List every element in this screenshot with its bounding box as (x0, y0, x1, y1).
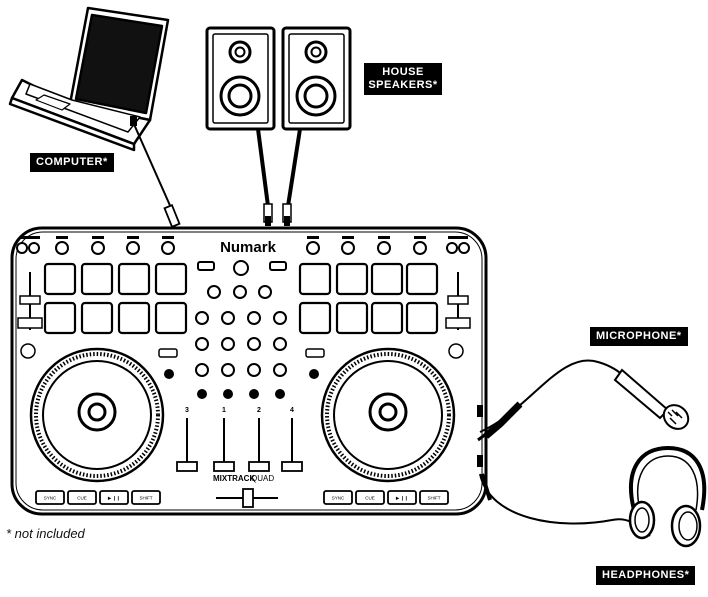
laptop-icon (8, 6, 170, 152)
mixer-knobs (195, 260, 287, 377)
house-speakers-label-line2: SPEAKERS* (368, 79, 438, 91)
dj-controller: Numark (10, 226, 488, 516)
microphone-icon (477, 359, 690, 442)
right-play-button: ▶ ❙❙ (396, 496, 408, 502)
channel-4-number: 4 (290, 407, 294, 414)
channel-1-number: 1 (222, 407, 226, 414)
model-name-sub: QUAD (251, 474, 274, 483)
left-pad-grid (43, 262, 188, 335)
right-shift-button: SHIFT (428, 496, 441, 501)
right-pad-grid (298, 262, 439, 335)
crossfader (216, 488, 278, 508)
right-jog-wheel (320, 347, 456, 483)
house-speakers-label-line1: HOUSE (382, 66, 424, 78)
channel-2-number: 2 (257, 407, 261, 414)
left-shift-button: SHIFT (140, 496, 153, 501)
house-speakers-icon (205, 26, 352, 131)
brand-logo: Numark (220, 239, 277, 256)
right-cue-button: CUE (365, 496, 375, 501)
deck-left-knobs (16, 241, 175, 255)
pitch-faders (17, 272, 471, 330)
left-jog-wheel (29, 347, 165, 483)
right-sync-button: SYNC (332, 496, 345, 501)
headphones-label: HEADPHONES* (596, 566, 696, 585)
footnote: * not included (6, 526, 85, 541)
house-speakers-label: HOUSE SPEAKERS* (364, 63, 442, 95)
rca-cables (256, 128, 302, 226)
headphones-icon (479, 445, 707, 548)
model-name: MIXTRACK (213, 474, 255, 483)
channel-3-number: 3 (185, 407, 189, 414)
deck-right-knobs (306, 241, 470, 255)
computer-label: COMPUTER* (30, 153, 114, 172)
left-play-button: ▶ ❙❙ (108, 496, 120, 502)
channel-faders (176, 418, 303, 472)
left-sync-button: SYNC (44, 496, 57, 501)
usb-cable (130, 116, 181, 228)
left-cue-button: CUE (77, 496, 87, 501)
microphone-label: MICROPHONE* (590, 327, 688, 346)
